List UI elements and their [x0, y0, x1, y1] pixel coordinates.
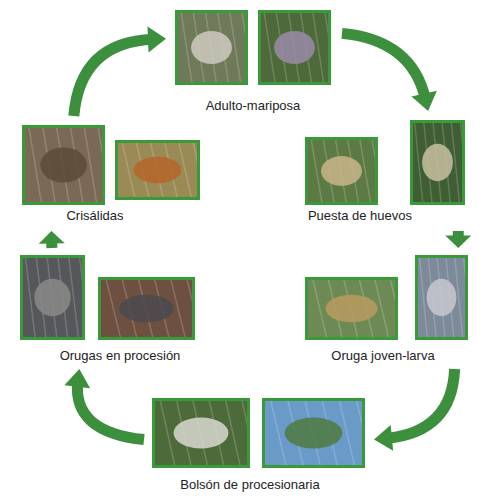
stage-group: Bolsón de procesionaria [148, 395, 370, 495]
photo [152, 398, 257, 468]
stage-group: Adulto-mariposa [170, 5, 338, 117]
cycle-arrow [39, 231, 65, 248]
photo [22, 125, 111, 205]
photo [98, 277, 200, 340]
photo [415, 255, 472, 340]
photo [305, 137, 383, 205]
photo [258, 10, 336, 85]
stage-group: Crisálidas [18, 120, 203, 227]
cycle-arrow [74, 26, 166, 116]
stage-group: Puesta de huevos [300, 115, 472, 227]
photo [262, 398, 370, 468]
cycle-arrow [64, 369, 144, 440]
stage-caption: Adulto-mariposa [206, 98, 301, 113]
arrow-head [39, 231, 65, 244]
stage-group: Oruga joven-larva [300, 252, 472, 365]
arrow-shaft [74, 39, 154, 116]
arrow-shaft [77, 381, 144, 439]
photo [305, 277, 404, 340]
arrow-head [148, 26, 166, 52]
stage-caption: Bolsón de procesionaria [180, 477, 319, 492]
stage-caption: Oruga joven-larva [331, 348, 434, 363]
arrow-head [445, 236, 471, 249]
cycle-arrow [445, 231, 471, 248]
stage-caption: Crisálidas [66, 208, 123, 223]
cycle-arrow [342, 33, 437, 111]
photo [115, 140, 203, 200]
arrow-head [374, 425, 393, 451]
arrow-shaft [342, 33, 425, 98]
photo [410, 120, 469, 205]
stage-group: Orugas en procesión [15, 252, 200, 365]
cycle-arrow [374, 369, 455, 451]
arrow-head [411, 91, 436, 111]
stage-caption: Puesta de huevos [308, 208, 412, 223]
photo [175, 10, 253, 85]
stage-caption: Orugas en procesión [60, 348, 181, 363]
arrow-head [64, 369, 90, 388]
photo [20, 255, 89, 340]
arrow-shaft [387, 369, 455, 438]
